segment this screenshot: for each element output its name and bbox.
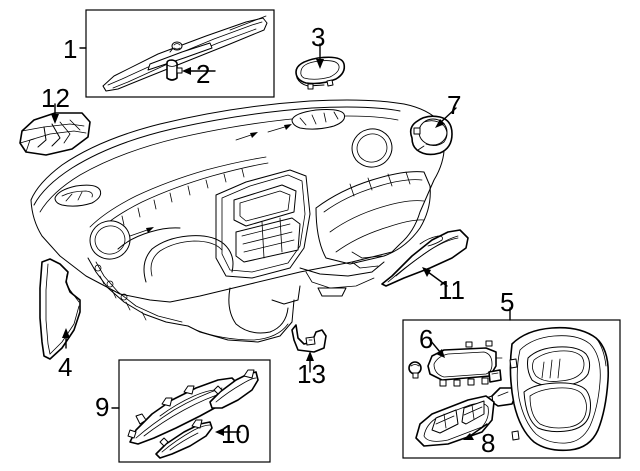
callout-number-5[interactable]: 5 (500, 287, 515, 317)
callout-number-6[interactable]: 6 (419, 324, 434, 354)
leader-3 (316, 43, 324, 69)
part-passenger-side-trim (381, 229, 469, 287)
part-side-end-cap-panel (39, 258, 81, 360)
callout-number-13[interactable]: 13 (297, 359, 326, 389)
group-box-9 (118, 359, 271, 463)
part-mounting-bracket-clip (291, 324, 327, 353)
part-speaker-grille-cover (295, 56, 346, 90)
group-box-1 (85, 9, 275, 98)
callout-number-4[interactable]: 4 (58, 352, 73, 382)
part-defroster-grille-trim (102, 15, 268, 92)
leader-12 (51, 103, 59, 124)
part-console-grommet (408, 361, 422, 379)
part-dash-knob-plug (409, 115, 453, 156)
callout-number-12[interactable]: 12 (41, 83, 70, 113)
part-lower-knee-bolster-trim (127, 369, 259, 445)
callout-number-2[interactable]: 2 (196, 59, 211, 89)
part-main-instrument-panel (30, 99, 445, 343)
leader-4 (62, 328, 70, 349)
callout-number-3[interactable]: 3 (311, 22, 326, 52)
leader-2 (182, 67, 216, 75)
callout-number-1[interactable]: 1 (63, 34, 78, 64)
callout-number-8[interactable]: 8 (481, 428, 496, 458)
part-grille-clip (166, 59, 183, 81)
leader-6 (429, 339, 445, 358)
leader-13 (306, 351, 314, 373)
part-console-clip-a (488, 369, 502, 383)
callout-number-7[interactable]: 7 (447, 90, 462, 120)
leader-11 (422, 267, 448, 287)
leader-7 (435, 107, 457, 128)
leader-10 (215, 428, 241, 436)
callout-number-9[interactable]: 9 (95, 392, 110, 422)
callout-number-11[interactable]: 11 (438, 275, 465, 305)
group-box-5 (402, 319, 621, 459)
part-center-console-assembly (509, 326, 610, 452)
leader-8 (463, 423, 488, 440)
part-side-defroster-vent (19, 112, 91, 156)
callout-number-10[interactable]: 10 (221, 419, 250, 449)
part-lower-trim-insert (155, 419, 213, 459)
